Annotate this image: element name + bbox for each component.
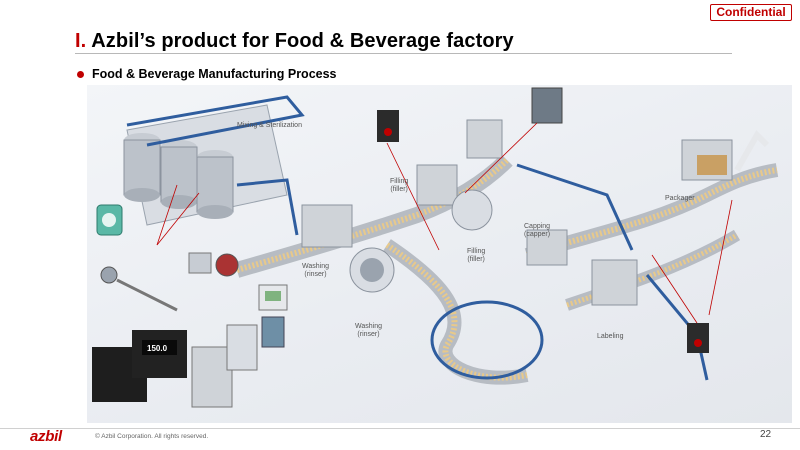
- section-bullet: Food & Beverage Manufacturing Process: [77, 67, 337, 81]
- process-diagram: Mixing & Sterilization Filling(filler) F…: [87, 85, 792, 423]
- label-filling-2: Filling(filler): [467, 248, 486, 263]
- footer-divider: [0, 428, 800, 429]
- label-mixing: Mixing & Sterilization: [237, 122, 302, 129]
- title-text: Azbil’s product for Food & Beverage fact…: [91, 30, 514, 52]
- confidential-badge: Confidential: [710, 4, 792, 21]
- page-number: 22: [760, 429, 772, 440]
- field-devices: [92, 204, 288, 408]
- title-divider: [75, 53, 732, 54]
- bullet-text: Food & Beverage Manufacturing Process: [92, 67, 337, 81]
- azbil-logo: azbil: [30, 428, 62, 445]
- process-illustration: [92, 87, 779, 408]
- label-packager: Packager: [665, 195, 695, 202]
- bullet-dot-icon: [77, 70, 84, 78]
- pointer-lines: [156, 122, 733, 324]
- photoelectric-sensors: [377, 87, 709, 353]
- label-filling-1: Filling(filler): [390, 178, 409, 193]
- label-capping: Capping(capper): [524, 223, 551, 238]
- copyright-text: © Azbil Corporation. All rights reserved…: [95, 433, 209, 440]
- controller-display-value: 150.0: [147, 344, 168, 353]
- machines: [301, 119, 770, 306]
- title-number: I.: [75, 30, 87, 52]
- mixing-tanks: [123, 95, 305, 236]
- label-washing-2: Washing(rinser): [355, 323, 382, 338]
- label-washing-1: Washing(rinser): [302, 263, 329, 278]
- label-labeling: Labeling: [597, 333, 624, 340]
- page-title: I. Azbil’s product for Food & Beverage f…: [75, 30, 514, 53]
